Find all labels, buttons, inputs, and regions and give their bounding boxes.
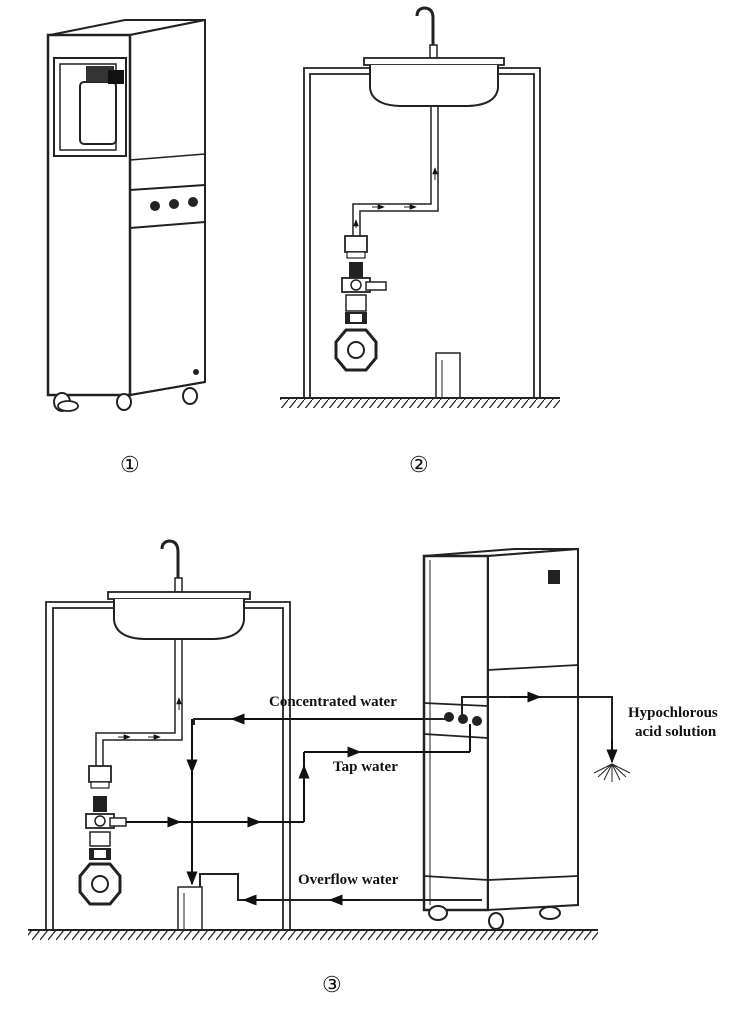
hypochlorous-label-line1: Hypochlorous bbox=[628, 705, 718, 721]
panel-2-number: ② bbox=[409, 452, 429, 477]
panel-1-number: ① bbox=[120, 452, 140, 477]
machine-unit-panel-1 bbox=[46, 18, 206, 412]
sink-setup-panel-2 bbox=[280, 6, 560, 408]
hypochlorous-label-line2: acid solution bbox=[635, 724, 717, 740]
concentrated-water-label: Concentrated water bbox=[269, 694, 397, 710]
system-connection-panel-3 bbox=[28, 539, 631, 940]
panel-3-number: ③ bbox=[322, 972, 342, 997]
tap-water-label: Tap water bbox=[333, 759, 398, 775]
overflow-water-label: Overflow water bbox=[298, 872, 399, 888]
